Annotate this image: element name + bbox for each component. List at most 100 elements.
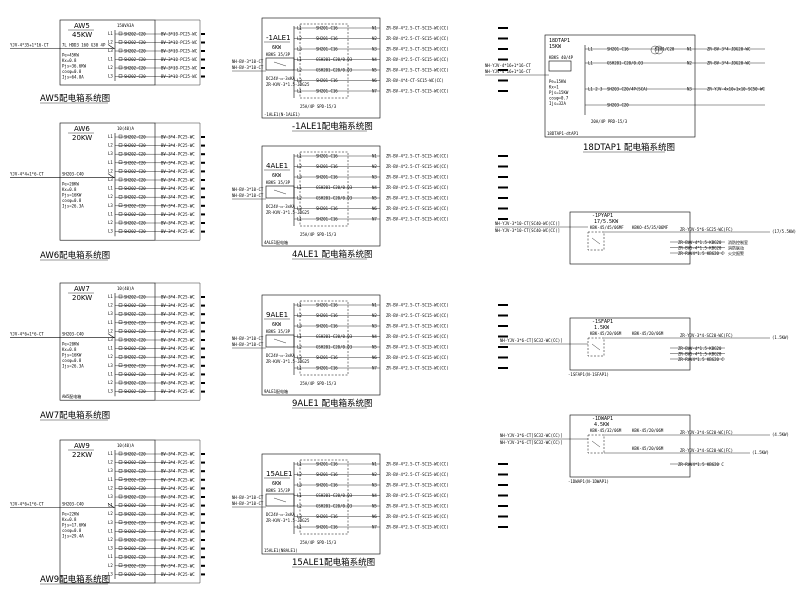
phase-label: L1 — [108, 477, 113, 482]
phase-label: L3 — [108, 151, 113, 156]
branch-breaker: SH202-C20 — [124, 363, 146, 368]
feeder-cable: NH-YJV-3*6-CT[SC32-WC(CC)] — [500, 440, 563, 445]
spd-label: 25A/4P SPD-15/3 — [300, 540, 337, 545]
branch-breaker: SH202-C20 — [124, 303, 146, 308]
branch-breaker: GSH201-C20/0.03 — [316, 504, 353, 509]
branch-breaker: SH202-C20 — [124, 57, 146, 62]
branch-cable: ZR-BV-4*2.5-CT-SC15-WC(CC) — [386, 525, 449, 530]
circuit-number: N2 — [372, 472, 377, 477]
breaker-symbol — [118, 486, 123, 490]
branch-breaker: GSH201-C20/0.03 — [316, 196, 353, 201]
panel-caption: 9ALE1 配电箱系统图 — [292, 398, 372, 409]
transformer-symbol — [650, 45, 660, 55]
phase-label: L3 — [108, 389, 113, 394]
feeder-cable: NH-BV-3*10-CT — [232, 187, 264, 192]
circuit-number: N5 — [372, 68, 377, 73]
panel-power: 20KW — [72, 294, 92, 302]
branch-breaker: SH202-C20 — [124, 346, 146, 351]
transformer-symbol — [654, 45, 664, 55]
circuit-tag — [201, 196, 205, 199]
phase-label: L1 — [108, 503, 113, 508]
breaker-header: 10(40)A — [117, 443, 134, 448]
panel-name: AW7 — [74, 285, 90, 293]
phase-label: L3 — [108, 311, 113, 316]
load-param: Kx=0.8 — [62, 347, 77, 352]
phase-label: L2 — [108, 511, 113, 516]
breaker-header: 10(40)A — [117, 126, 134, 131]
branch-cable: ZR-BV-4*2.5-CT-SC15-WC(CC) — [386, 493, 449, 498]
branch-breaker: SH201-C16 — [316, 26, 338, 31]
phase-label: L2 — [108, 143, 113, 148]
breaker-symbol — [118, 194, 123, 199]
branch-extra: S201/C20 — [655, 47, 675, 52]
branch-cable: ZR-BV-4*2.5-CT-SC15-WC(CC) — [386, 462, 449, 467]
feeder-cable: YJV-4*6+1*6-CT — [10, 332, 44, 337]
control-cable: ZR-BVV-4*1.5-KBG20 — [678, 240, 722, 245]
breaker-symbol — [118, 320, 123, 324]
circuit-tag — [201, 67, 205, 69]
branch-cable: ZR-BV-4*2.5-CT-SC15-WC(CC) — [386, 47, 449, 52]
control-cable: ZR-BV5-4*1.5-KBG20 — [678, 246, 722, 251]
circuit-number: N4 — [372, 57, 377, 62]
branch-cable: ZR-BV-4*4-CT-SC15-WC(CC) — [386, 78, 444, 83]
phase-label: L3 — [108, 229, 113, 234]
circuit-tag — [201, 513, 205, 516]
branch-breaker: SH202-C20 — [124, 152, 146, 157]
circuit-tag — [498, 218, 508, 220]
load-param: Ijs=26.3A — [62, 364, 84, 369]
branch-cable: ZR-BV-4*2.5-CT-SC15-WC(CC) — [386, 217, 449, 222]
branch-cable: ZR-BV-4*2.5-CT-SC15-WC(CC) — [386, 324, 449, 329]
circuit-tag — [498, 356, 508, 359]
branch-cable: BV-3*4-PC25-WC — [161, 303, 195, 308]
branch-cable: BV-3*4-PC25-WC — [161, 229, 195, 234]
branch-breaker: SH201-C16 — [316, 164, 338, 169]
branch-cable: BV-3*10-PC25-WC — [161, 40, 198, 45]
branch-cable: ZR-BV-4*2.5-CT-SC15-WC(CC) — [386, 68, 449, 73]
branch-breaker: SH202-C20 — [124, 477, 146, 482]
feeder-cable: NH-BV-3*10-CT — [232, 336, 264, 341]
switch-contact — [591, 237, 601, 245]
feeder-cable: YJV-4*4+1*6-CT — [10, 172, 44, 177]
breaker-symbol — [118, 303, 123, 307]
circuit-tag — [498, 314, 508, 317]
phase-label: L1 — [108, 160, 113, 165]
control-label: DC24V-◻-3xKA — [266, 512, 295, 517]
circuit-tag — [201, 356, 205, 359]
spd-label: 25A/4P SPD-15/3 — [300, 381, 337, 386]
branch-breaker: SH201-C16 — [316, 36, 338, 41]
panel-name: 4ALE1 — [266, 162, 288, 170]
circuit-tag — [201, 470, 205, 473]
circuit-number: N7 — [372, 217, 377, 222]
circuit-tag — [201, 382, 205, 384]
switch-contact — [273, 189, 287, 195]
load-param: Ijs=29.4A — [62, 534, 84, 539]
circuit-tag — [498, 515, 508, 518]
phase-label: L2 — [108, 485, 113, 490]
branch-cable: BV-3*4-PC25-WC — [161, 329, 195, 334]
out-cable: ZR-YJV-3*4-SC20-WC(FC) — [680, 333, 733, 338]
circuit-row: SH203-C20 — [585, 103, 765, 108]
branch-breaker: SH201-C16 — [316, 324, 338, 329]
phase-label: L2 — [108, 328, 113, 333]
remark: 消防联动 — [728, 245, 744, 251]
circuit-tag — [498, 304, 508, 306]
phase-label: L2 — [108, 354, 113, 359]
